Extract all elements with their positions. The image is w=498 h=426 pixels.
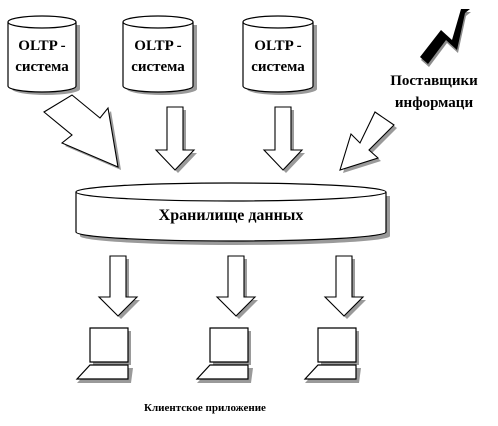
oltp-source-1: OLTP - система (7, 15, 80, 95)
oltp-source-1-line2: система (15, 59, 69, 75)
oltp-source-2-line1: OLTP - (134, 38, 181, 54)
oltp-source-3-line2: система (251, 59, 305, 75)
oltp-source-2: OLTP - система (122, 15, 197, 95)
oltp-source-2-line2: система (131, 59, 185, 75)
arrow-source-2-to-warehouse (154, 106, 197, 173)
lightning-icon (420, 9, 471, 67)
data-warehouse: Хранилище данных (75, 182, 390, 245)
suppliers-label-line2: информаци (395, 95, 474, 111)
oltp-source-3-line1: OLTP - (254, 38, 301, 54)
oltp-source-1-line1: OLTP - (18, 38, 65, 54)
warehouse-label: Хранилище данных (159, 207, 304, 224)
client-2-laptop-icon (195, 327, 253, 383)
arrow-warehouse-to-client-2 (215, 255, 258, 319)
arrow-warehouse-to-client-1 (97, 255, 140, 319)
clients-caption: Клиентское приложение (144, 402, 266, 414)
arrow-source-1-to-warehouse (43, 94, 121, 170)
arrow-source-3-to-warehouse (262, 106, 305, 173)
client-3-laptop-icon (303, 327, 361, 383)
client-1-laptop-icon (75, 327, 133, 383)
arrow-suppliers-to-warehouse (339, 111, 397, 173)
oltp-source-3: OLTP - система (242, 15, 317, 95)
arrow-warehouse-to-client-3 (323, 255, 366, 319)
suppliers-label-line1: Поставщики (390, 73, 478, 89)
